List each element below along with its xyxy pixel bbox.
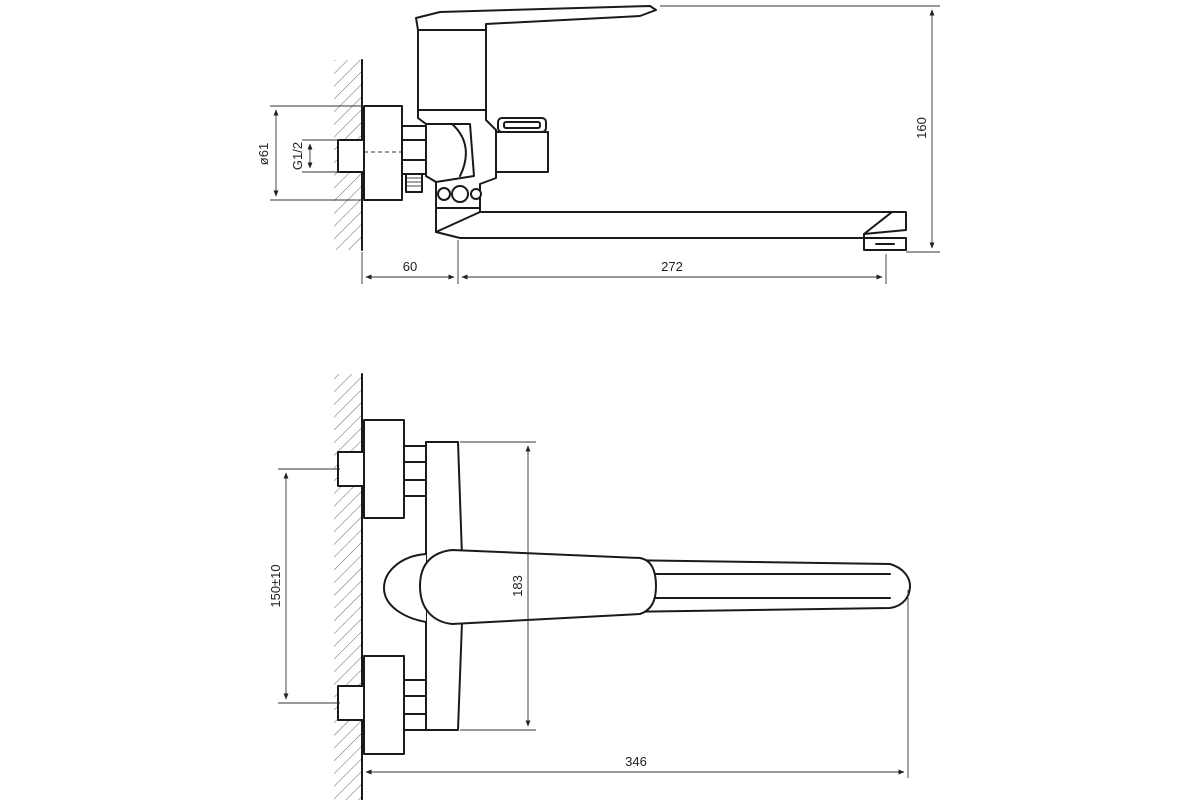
mixer-body-top — [417, 29, 497, 209]
inlet-lower — [337, 655, 427, 755]
dim-height: 160 — [914, 117, 929, 139]
lever-handle-bottom — [419, 549, 657, 625]
dim-thread: G1/2 — [290, 142, 305, 170]
inlet-upper — [337, 419, 427, 519]
dim-body-height: 183 — [510, 575, 525, 597]
flange-top — [363, 105, 403, 201]
dim-pipe-diameter: ø61 — [256, 143, 271, 165]
dim-wall-offset: 60 — [403, 259, 417, 274]
spout-bottom — [619, 559, 911, 613]
dim-spout-length: 272 — [661, 259, 683, 274]
dim-overall-length: 346 — [625, 754, 647, 769]
wall-hatch-bottom — [334, 374, 362, 800]
dim-inlet-spacing: 150±10 — [268, 564, 283, 607]
top-view: 150±10 183 346 — [268, 373, 911, 800]
lever-handle-top — [415, 5, 657, 31]
mixer-bulge — [383, 553, 427, 623]
hex-nut-top — [401, 125, 427, 193]
pipe-stub-top — [337, 139, 365, 173]
spout-top — [435, 207, 907, 251]
shower-outlet-top — [495, 117, 549, 173]
side-view: ø61 G1/2 160 60 272 — [256, 5, 940, 284]
